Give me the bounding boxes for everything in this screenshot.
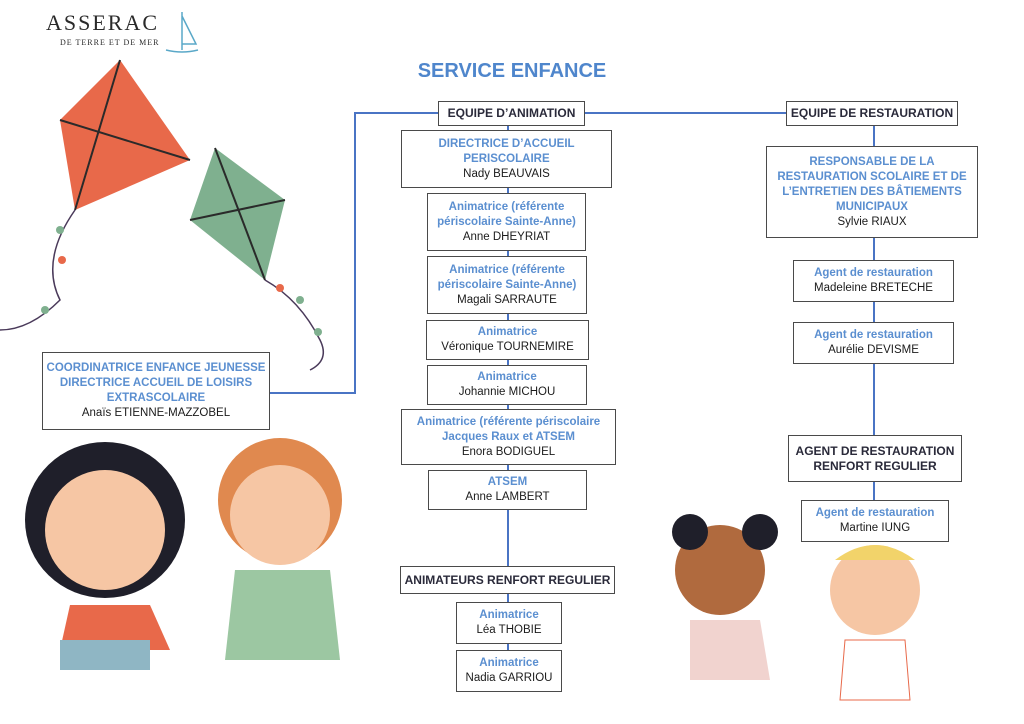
member-box: Agent de restauration Aurélie DEVISME — [793, 322, 954, 364]
role-label: Agent de restauration — [814, 267, 933, 279]
role-label: Animatrice — [479, 657, 539, 669]
role-label: Animatrice — [477, 371, 537, 383]
role-label: Agent de restauration — [815, 507, 935, 519]
logo-text: ASSERAC — [46, 10, 160, 35]
role-label: COORDINATRICE ENFANCE JEUNESSE — [46, 362, 266, 374]
member-box: Animatrice (référente périscolaire Jacqu… — [401, 409, 616, 465]
person-name: Nadia GARRIOU — [465, 672, 553, 684]
person-name: Martine IUNG — [839, 522, 911, 534]
role-label: MUNICIPAUX — [836, 200, 908, 213]
member-box: DIRECTRICE D’ACCUEIL PERISCOLAIRE Nady B… — [401, 130, 612, 188]
member-box: Animatrice (référente périscolaire Saint… — [427, 193, 586, 251]
person-name: Anne LAMBERT — [465, 491, 550, 503]
person-name: Véronique TOURNEMIRE — [441, 341, 574, 353]
connector-line — [585, 112, 788, 114]
person-name: Anaïs ETIENNE-MAZZOBEL — [81, 407, 231, 419]
role-label: périscolaire Sainte-Anne) — [437, 215, 576, 228]
role-label: Jacques Raux et ATSEM — [442, 430, 575, 443]
role-label: RESPONSABLE DE LA — [809, 155, 935, 168]
member-box: Animatrice Nadia GARRIOU — [456, 650, 562, 692]
person-name: Magali SARRAUTE — [457, 293, 557, 306]
coordination-box: COORDINATRICE ENFANCE JEUNESSE DIRECTRIC… — [42, 352, 270, 430]
role-label: Animatrice (référente périscolaire — [416, 415, 601, 428]
header-label: AGENT DE RESTAURATION — [795, 443, 955, 458]
member-box: ATSEM Anne LAMBERT — [428, 470, 587, 510]
kites-illustration — [0, 59, 325, 371]
sailboat-icon — [165, 12, 199, 53]
person-name: Johannie MICHOU — [458, 386, 556, 398]
role-label: périscolaire Sainte-Anne) — [437, 278, 577, 291]
member-box: Agent de restauration Madeleine BRETECHE — [793, 260, 954, 302]
header-label: EQUIPE D’ANIMATION — [447, 106, 576, 120]
role-label: Animatrice (référente — [448, 200, 565, 213]
person-name: Léa THOBIE — [476, 624, 542, 636]
person-name: Sylvie RIAUX — [837, 215, 907, 228]
restauration-renfort-header: AGENT DE RESTAURATION RENFORT REGULIER — [788, 435, 962, 482]
role-label: EXTRASCOLAIRE — [106, 392, 206, 404]
role-label: DIRECTRICE D’ACCUEIL — [438, 137, 575, 150]
person-name: Madeleine BRETECHE — [814, 282, 933, 294]
role-label: DIRECTRICE ACCUEIL DE LOISIRS — [59, 377, 253, 389]
animation-renfort-header: ANIMATEURS RENFORT REGULIER — [400, 566, 615, 594]
connector-line — [873, 482, 875, 500]
member-box: Animatrice (référente périscolaire Saint… — [427, 256, 587, 314]
role-label: ATSEM — [487, 476, 528, 488]
header-label: RENFORT REGULIER — [813, 458, 937, 473]
role-label: L’ENTRETIEN DES BÂTIEMENTS — [782, 185, 962, 198]
role-label: PERISCOLAIRE — [463, 152, 550, 165]
page-title: SERVICE ENFANCE — [417, 60, 607, 82]
children-illustration-right — [672, 514, 920, 701]
member-box: Agent de restauration Martine IUNG — [801, 500, 949, 542]
logo-tagline: DE TERRE ET DE MER — [60, 38, 160, 47]
role-label: Animatrice — [479, 609, 539, 621]
header-label: ANIMATEURS RENFORT REGULIER — [404, 572, 611, 587]
person-name: Aurélie DEVISME — [828, 344, 919, 356]
role-label: RESTAURATION SCOLAIRE ET DE — [777, 170, 967, 183]
person-name: Nady BEAUVAIS — [463, 167, 550, 180]
children-illustration-left — [25, 438, 342, 670]
restauration-team-header: EQUIPE DE RESTAURATION — [786, 101, 958, 126]
asserac-logo: ASSERAC DE TERRE ET DE MER — [46, 10, 199, 56]
connector-line — [354, 112, 356, 394]
role-label: Animatrice (référente — [449, 263, 565, 276]
animation-team-header: EQUIPE D’ANIMATION — [438, 101, 585, 126]
member-box: Animatrice Léa THOBIE — [456, 602, 562, 644]
member-box: Animatrice Johannie MICHOU — [427, 365, 587, 405]
person-name: Anne DHEYRIAT — [462, 230, 551, 243]
member-box: Animatrice Véronique TOURNEMIRE — [426, 320, 589, 360]
member-box: RESPONSABLE DE LA RESTAURATION SCOLAIRE … — [766, 146, 978, 238]
header-label: EQUIPE DE RESTAURATION — [790, 106, 954, 120]
role-label: Animatrice — [477, 326, 538, 338]
role-label: Agent de restauration — [814, 329, 933, 341]
person-name: Enora BODIGUEL — [461, 445, 556, 458]
connector-line — [354, 112, 440, 114]
connector-line — [270, 392, 356, 394]
